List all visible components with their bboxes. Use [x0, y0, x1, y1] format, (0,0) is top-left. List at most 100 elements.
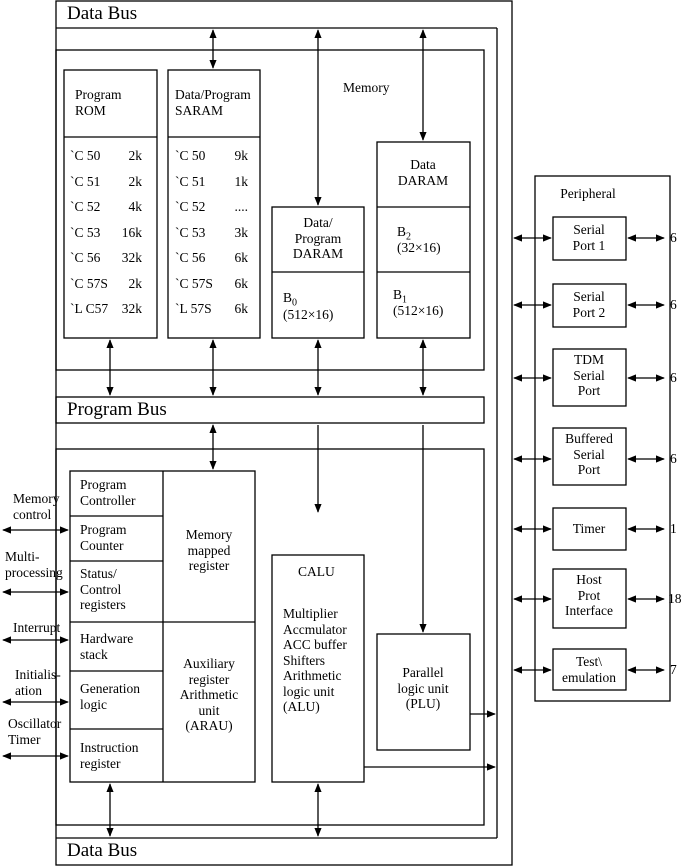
- memory-mapped-register-label: Memory mapped register: [185, 527, 233, 574]
- memory-size: 3k: [234, 224, 249, 240]
- memory-region: [55, 49, 485, 371]
- peripheral-region: [534, 175, 671, 702]
- memory-size-row: `C 56 6k: [175, 250, 248, 266]
- device-name: `C 56: [175, 250, 206, 265]
- memory-size-row: `C 52....: [175, 199, 248, 215]
- memory-size: ....: [234, 199, 249, 214]
- memory-size-row: `C 53 3k: [175, 225, 248, 241]
- data-daram-b2-size: (32×16): [397, 240, 441, 255]
- program-rom-box: [63, 69, 158, 339]
- timer-label: Timer: [572, 521, 606, 536]
- test-emulation-label: Test\ emulation: [562, 654, 616, 685]
- device-name: `L C57: [70, 301, 109, 316]
- memory-size-row: `L 57S 6k: [175, 301, 248, 317]
- data-daram-title: Data DARAM: [397, 157, 449, 188]
- memory-size-row: `C 50 9k: [175, 148, 248, 164]
- data-bus-frame: [55, 0, 513, 866]
- memory-size-row: `C 51 1k: [175, 174, 248, 190]
- test-emulation-pins: 7: [670, 662, 677, 677]
- dp-daram-block-size: (512×16): [283, 307, 334, 322]
- memory-size: 4k: [128, 199, 143, 214]
- calu-box: [271, 554, 365, 783]
- interrupt-signal: Interrupt: [13, 620, 61, 635]
- saram-title: Data/Program SARAM: [175, 87, 251, 118]
- peripheral-test-emulation: [552, 648, 627, 691]
- memory-control-signal: Memory control: [13, 491, 60, 522]
- device-name: `C 51: [70, 173, 101, 189]
- peripheral-title: Peripheral: [560, 186, 616, 201]
- device-name: `C 56: [70, 250, 101, 265]
- saram-box: [167, 69, 261, 339]
- memory-size: 2k: [128, 148, 143, 163]
- device-name: `C 52: [175, 199, 206, 214]
- memory-size: 32k: [121, 250, 142, 265]
- memory-size: 2k: [128, 275, 143, 291]
- peripheral-buffered-serial-port: [552, 427, 627, 486]
- status-control-label: Status/ Control registers: [80, 566, 126, 613]
- serial-port-1-pins: 6: [670, 230, 677, 245]
- memory-size-row: `C 52 4k: [70, 199, 142, 215]
- device-name: `C 51: [175, 173, 206, 189]
- plu-label: Parallel logic unit (PLU): [397, 665, 449, 712]
- device-name: `C 53: [70, 224, 101, 240]
- multi-processing-signal: Multi- processing: [5, 549, 63, 580]
- device-name: `C 57S: [70, 275, 108, 291]
- peripheral-serial-port-1: [552, 216, 627, 261]
- device-name: `C 57S: [175, 275, 213, 291]
- peripheral-timer: [552, 507, 627, 551]
- arau-label: Auxiliary register Arithmetic unit (ARAU…: [179, 656, 239, 734]
- device-name: `C 52: [70, 199, 101, 214]
- calu-title: CALU: [298, 564, 335, 579]
- serial-port-2-pins: 6: [670, 297, 677, 312]
- program-controller-label: Program Controller: [80, 477, 136, 508]
- host-port-interface-label: Host Prot Interface: [565, 572, 613, 619]
- buffered-serial-port-label: Buffered Serial Port: [565, 431, 613, 478]
- serial-port-2-label: Serial Port 2: [572, 289, 606, 320]
- generation-logic-label: Generation logic: [80, 681, 140, 712]
- tdm-serial-port-label: TDM Serial Port: [573, 352, 605, 399]
- program-bus-label: Program Bus: [67, 399, 167, 420]
- data-daram-b2: B2: [397, 224, 412, 243]
- serial-port-1-label: Serial Port 1: [572, 222, 606, 253]
- peripheral-host-port-interface: [552, 568, 627, 629]
- calu-body: Multiplier Accmulator ACC buffer Shifter…: [283, 606, 347, 715]
- dp-daram-title: Data/ Program DARAM: [292, 215, 344, 262]
- tdm-serial-port-pins: 6: [670, 370, 677, 385]
- timer-pins: 1: [670, 521, 677, 536]
- memory-size-row: `C 57S 6k: [175, 276, 248, 292]
- data-daram-box: [376, 141, 471, 339]
- memory-size-row: `C 56 32k: [70, 250, 142, 266]
- memory-size-row: `C 50 2k: [70, 148, 142, 164]
- memory-size: 6k: [234, 301, 249, 316]
- memory-size: 6k: [234, 250, 249, 265]
- program-counter-label: Program Counter: [80, 522, 127, 553]
- buffered-serial-port-pins: 6: [670, 451, 677, 466]
- memory-title: Memory: [343, 80, 390, 95]
- instruction-register-label: Instruction register: [80, 740, 139, 771]
- device-name: `C 53: [175, 224, 206, 240]
- memory-size: 9k: [234, 148, 249, 163]
- memory-size: 6k: [234, 275, 249, 291]
- initialisation-signal: Initialis- ation: [15, 667, 61, 698]
- data-daram-b1: B1: [393, 287, 408, 306]
- memory-size-row: `C 57S 2k: [70, 276, 142, 292]
- plu-box: [376, 633, 471, 751]
- oscillator-timer-signal: Oscillator Timer: [8, 716, 62, 747]
- memory-size: 1k: [234, 173, 249, 189]
- peripheral-serial-port-2: [552, 283, 627, 328]
- program-rom-title: Program ROM: [75, 87, 122, 118]
- device-name: `L 57S: [175, 301, 212, 316]
- hardware-stack-label: Hardware stack: [80, 631, 134, 662]
- data-daram-b1-size: (512×16): [393, 303, 444, 318]
- host-port-interface-pins: 18: [668, 591, 682, 606]
- data-bus-bottom-label: Data Bus: [67, 840, 138, 861]
- peripheral-tdm-serial-port: [552, 348, 627, 407]
- device-name: `C 50: [175, 148, 206, 163]
- device-name: `C 50: [70, 148, 101, 163]
- memory-size: 32k: [121, 301, 142, 316]
- data-bus-top-label: Data Bus: [67, 3, 138, 24]
- dp-daram-block: B0: [283, 290, 298, 309]
